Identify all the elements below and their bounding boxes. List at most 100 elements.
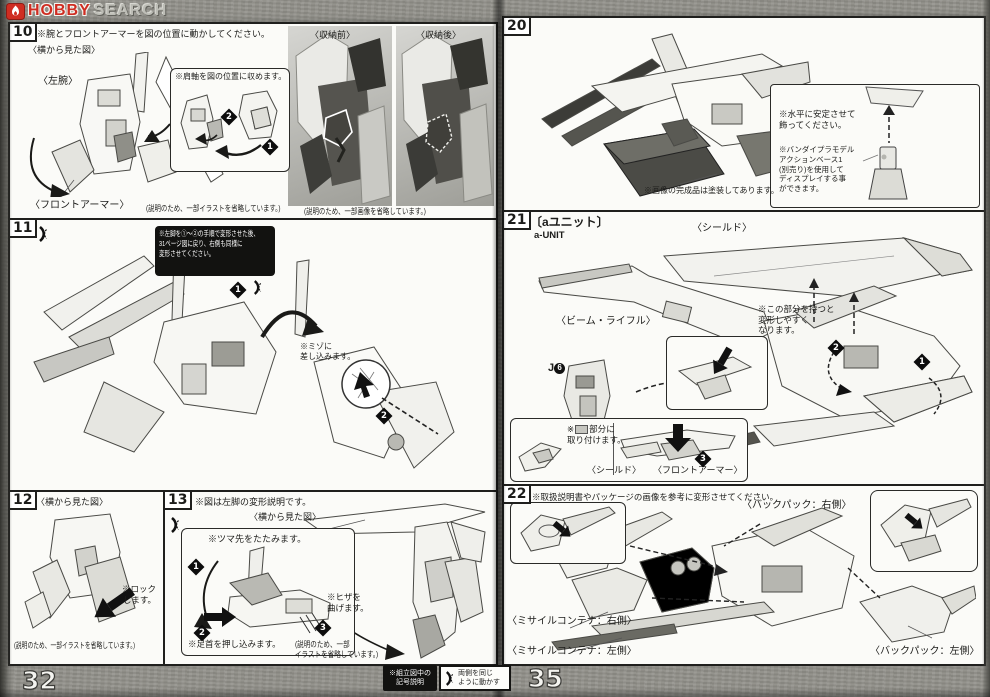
lock-note: ※ロック します。: [122, 584, 157, 605]
illustration-display-mode: [541, 33, 811, 197]
shoulder-detail-art: [180, 90, 278, 159]
side-view-label: 〈横から見た図〉: [36, 497, 109, 507]
hold-here-note: ※この部分を持つと 変形しやすく なります。: [758, 304, 835, 336]
rifle-fold-inset: [666, 336, 768, 410]
left-arm-label: 〈左腕〉: [38, 76, 78, 87]
step-13-panel: 13 ※図は左脚の変形説明です。 〈横から見た図〉 ※ツマ先をたたみます。: [163, 490, 498, 666]
step-number: 22: [502, 484, 532, 504]
action-base-note: ※バンダイプラモデル アクションベース1 (別売り)を使用して ディスプレイする…: [779, 145, 855, 193]
gutter-shadow: [492, 0, 506, 697]
backpack-right-inset: [510, 502, 626, 564]
hobby-search-logo: HOBBY SEARCH: [6, 1, 167, 21]
groove-note: ※ミゾに 差し込みます。: [300, 342, 356, 361]
toe-note: ※ツマ先をたたみます。: [208, 534, 307, 544]
illustration-omitted-caption: (説明のため、一部イラストを省略しています。): [146, 204, 281, 213]
transform-order-note: ※左脚を①〜②の手順で変形させた後、 31ページ図に戻り、右側も同様に 変形させ…: [155, 226, 275, 276]
step-marker-1: 1: [187, 558, 205, 576]
move-both-sides-icon: [169, 517, 181, 533]
logo-text-hobby: HOBBY: [28, 2, 91, 19]
step-marker-1: 1: [913, 353, 931, 371]
step-number: 21: [502, 210, 532, 230]
photo-before-stowing: 〈収納前〉: [288, 26, 392, 206]
backpack-left-label: 〈バックパック：左側〉: [870, 646, 980, 657]
a-unit-label-en: a-UNIT: [534, 230, 565, 241]
move-both-sides-icon: [252, 280, 263, 295]
shield-label-2: 〈シールド〉: [587, 465, 642, 475]
step-marker-2: 2: [220, 108, 238, 126]
photo-after-stowing: 〈収納後〉: [396, 26, 494, 206]
manual-page-35: 20: [502, 16, 986, 666]
step-number: 10: [8, 22, 38, 42]
display-stand-inset: ※水平に安定させて 飾ってください。 ※バンダイプラモデル アクションベース1 …: [770, 84, 980, 208]
shoulder-note: ※肩軸を図の位置に収めます。: [175, 72, 287, 81]
attach-note: ※部分に 取り付けます。: [567, 424, 626, 445]
side-view-label: 〈横から見た図〉: [249, 512, 322, 522]
missile-container-left-label: 〈ミサイルコンテナ：左側〉: [507, 646, 637, 657]
part-slot-swatch: [575, 425, 589, 435]
foot-art: [194, 546, 331, 634]
symbol-legend-item: 両側を同じ ように動かす: [439, 665, 511, 691]
move-both-sides-icon: [444, 670, 455, 686]
illustration-lock: [24, 513, 136, 629]
missile-container-right-label: 〈ミサイルコンテナ：右側〉: [507, 616, 637, 627]
page-number-35: 35: [527, 663, 563, 693]
backpack-left-inset: [870, 490, 978, 572]
before-label: 〈収納前〉: [310, 30, 356, 40]
stand-detail-art: [862, 86, 924, 200]
photo-omitted-caption: (説明のため、一部画像を省略しています。): [304, 207, 426, 216]
step-number: 20: [502, 16, 532, 36]
legend-text: 両側を同じ ように動かす: [458, 669, 500, 686]
step-marker-2: 2: [827, 339, 845, 357]
knee-note: ※ヒザを 曲げます。: [327, 592, 369, 613]
attach-detail-right: [620, 424, 736, 461]
move-both-sides-icon: [37, 226, 49, 242]
step-13-instruction: ※図は左脚の変形説明です。: [195, 497, 312, 507]
spine-shadow-left: [0, 0, 12, 697]
edge-shadow-right: [982, 0, 990, 697]
shield-label: 〈シールド〉: [692, 223, 752, 234]
after-label: 〈収納後〉: [416, 30, 462, 40]
step-number: 11: [8, 218, 38, 238]
step-22-panel: 22 ※取扱説明書やパッケージの画像を参考に変形させてください。 〈バックパック…: [502, 484, 986, 666]
step-marker-2: 2: [193, 624, 211, 642]
backpack-right-label: 〈バックパック：右側〉: [742, 500, 852, 511]
step-number: 12: [8, 490, 38, 510]
painted-sample-note: ※画像の完成品は塗装してあります。: [644, 186, 779, 195]
step-20-panel: 20: [502, 16, 986, 214]
front-armor-label-2: 〈フロントアーマー〉: [653, 465, 743, 475]
side-view-label: 〈横から見た図〉: [28, 45, 101, 55]
step-marker-1: 1: [229, 281, 247, 299]
illustration-omitted-caption: (説明のため、一部イラストを省略しています。): [14, 641, 136, 650]
page-number-32: 32: [21, 665, 57, 695]
flame-icon: [6, 2, 25, 20]
step-22-instruction: ※取扱説明書やパッケージの画像を参考に変形させてください。: [532, 492, 779, 502]
symbol-legend-title: ※組立図中の 記号説明: [383, 665, 437, 691]
shield-attach-inset: ※部分に 取り付けます。 3 〈シールド〉 〈フロントアーマー〉: [510, 418, 748, 482]
step-marker-3: 3: [314, 619, 332, 637]
step-marker-1: 1: [261, 138, 279, 156]
part-number-circle: 6: [554, 362, 566, 374]
edge-shadow-bottom: [0, 688, 990, 697]
step-10-instruction: ※腕とフロントアーマーを図の位置に動かしてください。: [37, 29, 270, 39]
step-10-panel: 10 ※腕とフロントアーマーを図の位置に動かしてください。 〈横から見た図〉 〈…: [8, 22, 498, 222]
beam-rifle-label: 〈ビーム・ライフル〉: [556, 316, 656, 327]
step-11-panel: 11 ※左脚を①〜②の手順で変形させた後、 31ページ図に戻り、右側も同様に 変…: [8, 218, 498, 494]
step-number: 13: [163, 490, 193, 510]
illustration-omitted-caption: (説明のため、一部 イラストを省略しています。): [295, 640, 379, 659]
a-unit-label-jp: 〔aユニット〕: [530, 215, 609, 229]
foot-fold-inset: ※ツマ先をたたみます。 1 2 ※足首を押し込みます。: [181, 528, 355, 656]
manual-page-32: 10 ※腕とフロントアーマーを図の位置に動かしてください。 〈横から見た図〉 〈…: [8, 22, 498, 666]
ankle-note: ※足首を押し込みます。: [188, 639, 281, 649]
step-marker-2: 2: [375, 407, 393, 425]
level-display-note: ※水平に安定させて 飾ってください。: [779, 109, 856, 130]
logo-text-search: SEARCH: [93, 2, 168, 19]
inset-divider: [613, 423, 614, 475]
illustration-a-unit: [538, 236, 973, 463]
front-armor-label: 〈フロントアーマー〉: [30, 200, 130, 211]
shoulder-axis-inset: ※肩軸を図の位置に収めます。 2 1: [170, 68, 290, 172]
step-12-panel: 12 〈横から見た図〉 ※ロック します。 (説明のため、一部イラストを省略して…: [8, 490, 167, 666]
attach-detail-left: [518, 442, 562, 472]
